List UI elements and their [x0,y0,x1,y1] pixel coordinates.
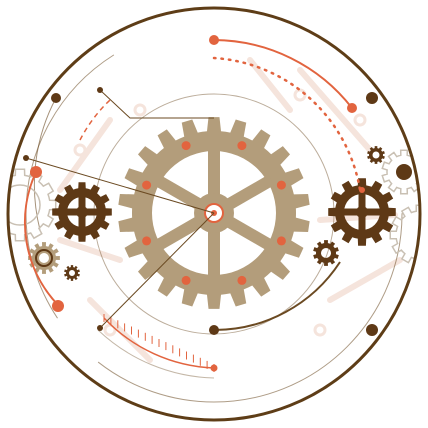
outer-ring [6,6,422,422]
tiny-gear-ring [35,249,53,267]
tiny-gear-icon [28,146,385,281]
node-dot [366,324,378,336]
accent-arc-top [213,39,353,109]
main-gear-rim-dot [181,141,191,151]
main-gear-rim-dot [237,141,247,151]
main-gear-rim-dot [237,275,247,285]
main-gear-rim-dot [276,236,286,246]
node-dot [97,87,103,93]
faint-line [57,117,113,193]
outline-gear-hub [396,164,412,180]
node-dot [359,187,365,193]
main-gear-rim-dot [142,236,152,246]
main-gear-rim-dot [142,180,152,190]
pointer-line-top [99,89,214,119]
main-gear-rim-dot [181,275,191,285]
dark-gear-hub [356,206,368,218]
bottom-guide-arc [97,329,215,379]
outline-gear-icon [389,204,419,266]
small-gear-icon [52,182,112,242]
accent-dash-arc [79,99,111,141]
pointer-line-bottom [99,212,215,329]
node-dot [209,325,219,335]
accent-arc-left [23,171,59,306]
faint-node [133,103,147,117]
tiny-gear-icon [64,265,80,281]
faint-line [327,257,403,303]
dark-gear-body [52,182,112,242]
accent-dotted-arc [212,56,362,192]
node-dot [51,93,61,103]
brown-arc-right [213,261,341,332]
node-dot [366,92,378,104]
dark-gear-hub [76,206,88,218]
tiny-gear-icon [313,240,339,266]
faint-line [87,297,153,363]
faint-line [57,237,123,263]
main-gear-rim-dot [276,180,286,190]
node-dot [210,364,218,372]
outline-gear-hub [9,184,41,226]
faint-node [313,323,327,337]
node-dot [23,155,29,161]
accent-lines [23,39,362,372]
faint-line [297,67,373,153]
node-dot [52,300,64,312]
pointer-line-left [25,157,215,214]
node-dot [30,166,42,178]
tiny-gear-icon [28,242,60,274]
node-dot [97,325,103,331]
node-dots [23,35,378,372]
faint-circuit-decoration [57,57,403,363]
small-gear-icon [328,178,396,246]
dark-gear-body [328,178,396,246]
faint-line [247,57,293,113]
node-dot [209,35,219,45]
tiny-gear-icon [367,146,385,164]
accent-arc-bottom [103,317,215,369]
faint-node [293,88,307,102]
node-dot [347,103,357,113]
faint-node [353,113,367,127]
faint-node [73,143,87,157]
